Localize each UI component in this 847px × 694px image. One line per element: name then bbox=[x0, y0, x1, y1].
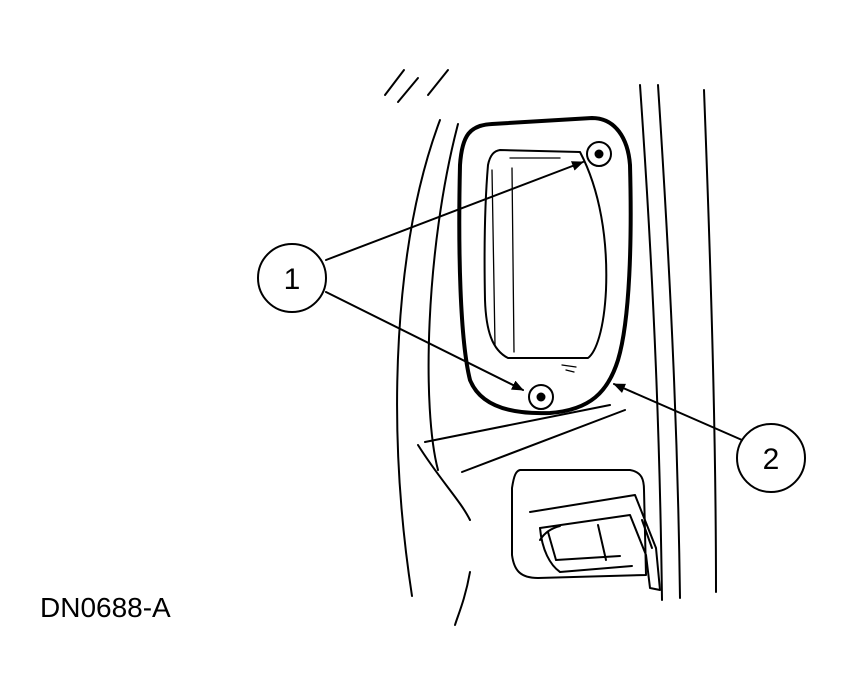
figure-code: DN0688-A bbox=[40, 592, 171, 623]
callout-2-label: 2 bbox=[763, 443, 780, 476]
door-striker bbox=[511, 469, 661, 591]
callout-2-circle bbox=[736, 423, 806, 493]
mounting-screw-bottom bbox=[528, 384, 554, 410]
callout-1: 1 bbox=[257, 161, 584, 391]
callout-2: 2 bbox=[613, 383, 806, 493]
callout-1-leader-top bbox=[325, 161, 584, 261]
callout-1-circle bbox=[257, 243, 327, 313]
callout-1-label: 1 bbox=[284, 263, 301, 296]
callout-1-leader-bottom bbox=[325, 291, 524, 391]
body-panel bbox=[384, 69, 717, 626]
lamp-assembly bbox=[457, 116, 633, 416]
mounting-screw-top bbox=[586, 141, 612, 167]
callout-2-leader bbox=[613, 383, 743, 441]
